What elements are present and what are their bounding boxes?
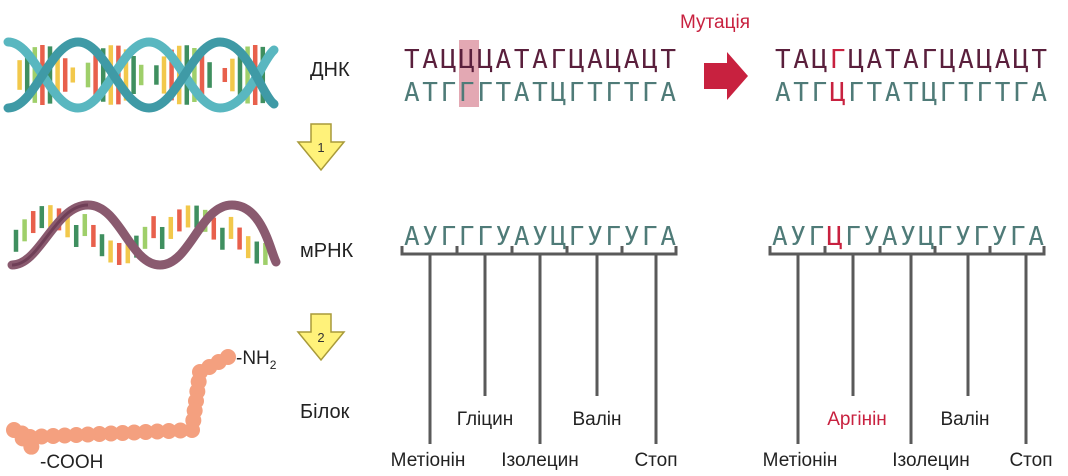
mutation-label: Мутація bbox=[680, 12, 750, 33]
amino-acid-label: Ізолецин bbox=[501, 450, 579, 471]
mrna-original-codon-lines bbox=[428, 254, 658, 444]
amino-acid-label: Метіонін bbox=[763, 450, 838, 471]
amino-acid-label: Ізолецин bbox=[892, 450, 970, 471]
amino-acid-bead bbox=[114, 425, 131, 441]
amino-acid-label: Стоп bbox=[1009, 450, 1052, 471]
amino-acid-bead bbox=[79, 426, 96, 443]
mutation-highlight bbox=[459, 40, 479, 107]
amino-acid-bead bbox=[184, 422, 200, 438]
amino-acid-bead bbox=[126, 424, 143, 441]
step1-arrow: 1 bbox=[296, 123, 346, 172]
protein-row-label: Білок bbox=[300, 401, 350, 423]
amino-acids-mutated: Метіонін Аргінін Ізолецин Валін Стоп bbox=[763, 409, 1053, 471]
amino-acids-original: Метіонін Гліцин Ізолецин Валін Стоп bbox=[391, 409, 678, 471]
n-terminus-label: -NH2 bbox=[236, 348, 277, 372]
amino-acid-bead bbox=[172, 422, 189, 439]
amino-acid-bead bbox=[137, 424, 154, 440]
protein-chain-illustration: -NH2 -COOH bbox=[6, 348, 277, 473]
amino-acid-label: Гліцин bbox=[457, 409, 514, 430]
mrna-row-label: мРНК bbox=[300, 240, 354, 262]
dna-original-top-strand: ТАЦЦЦАТАГЦАЦАЦТ bbox=[404, 45, 676, 75]
mutation-arrow-icon bbox=[704, 52, 748, 100]
amino-acid-label: Метіонін bbox=[391, 450, 466, 471]
amino-acid-bead bbox=[91, 426, 108, 442]
amino-acid-label: Стоп bbox=[634, 450, 677, 471]
dna-row-label: ДНК bbox=[310, 59, 350, 81]
step1-number: 1 bbox=[317, 140, 324, 155]
amino-acid-bead bbox=[45, 428, 62, 444]
mrna-mutated-codon-bracket bbox=[768, 246, 1046, 256]
amino-acid-bead bbox=[68, 427, 85, 443]
dna-original-bottom-strand: АТГГГТАТЦГТГТГА bbox=[404, 78, 676, 108]
amino-acid-label-mutated: Аргінін bbox=[827, 409, 887, 430]
amino-acid-label: Валін bbox=[940, 409, 989, 430]
mrna-original-sequence: АУГГГУАУЦГУГУГА bbox=[404, 222, 676, 252]
amino-acid-label: Валін bbox=[572, 409, 621, 430]
amino-acid-bead bbox=[160, 423, 177, 439]
mrna-mutated-codon-lines bbox=[796, 254, 1028, 444]
amino-acid-bead bbox=[23, 438, 40, 455]
amino-acid-bead bbox=[56, 427, 73, 444]
amino-acid-bead bbox=[33, 428, 50, 445]
dna-helix-illustration bbox=[3, 37, 279, 113]
amino-acid-bead bbox=[103, 425, 119, 442]
c-terminus-label: -COOH bbox=[40, 452, 103, 471]
step2-arrow: 2 bbox=[296, 313, 346, 362]
mrna-strand-illustration bbox=[7, 200, 281, 270]
amino-acid-bead bbox=[149, 423, 166, 440]
step2-number: 2 bbox=[317, 330, 324, 345]
